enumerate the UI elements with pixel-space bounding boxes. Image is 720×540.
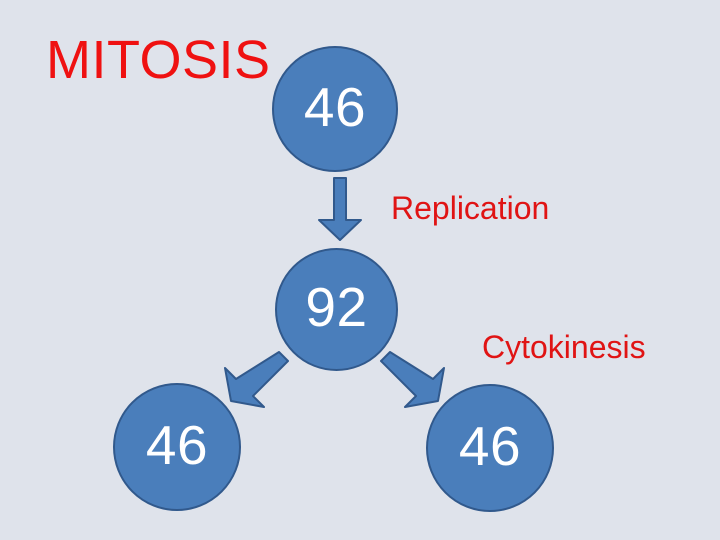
arrow-cytokinesis-right-icon xyxy=(380,351,445,408)
node-daughter-cell-right: 46 xyxy=(426,384,554,512)
node-daughter-cell-left: 46 xyxy=(113,383,241,511)
annotation-replication: Replication xyxy=(391,190,550,226)
node-parent-cell: 46 xyxy=(272,46,398,172)
node-parent-cell-label: 46 xyxy=(303,75,367,138)
arrow-replication-icon xyxy=(318,177,362,241)
node-daughter-cell-left-label: 46 xyxy=(145,413,209,476)
node-replicated-cell-label: 92 xyxy=(305,276,368,338)
annotation-cytokinesis: Cytokinesis xyxy=(482,329,646,365)
arrow-cytokinesis-left-icon xyxy=(224,351,289,408)
page-title: MITOSIS xyxy=(46,30,271,90)
node-replicated-cell: 92 xyxy=(275,248,398,371)
node-daughter-cell-right-label: 46 xyxy=(458,414,522,477)
